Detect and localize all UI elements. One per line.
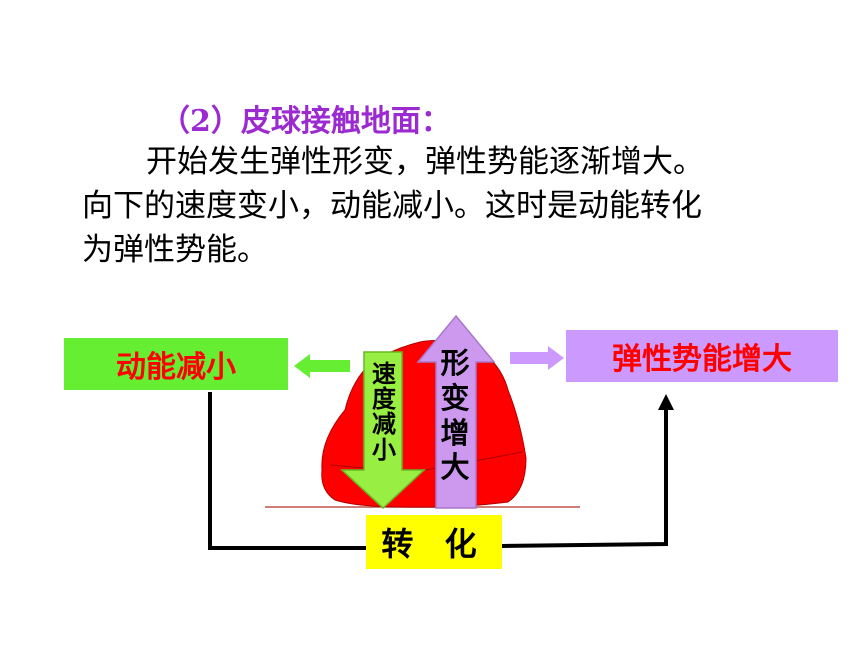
speed-decrease-label: 速 度 减 小 (369, 360, 399, 464)
paragraph-line-2: 向下的速度变小，动能减小。这时是动能转化 (82, 188, 702, 224)
deformation-increase-label: 形 变 增 大 (438, 346, 472, 485)
connector-left (208, 392, 366, 550)
connector-right (501, 408, 668, 548)
small-right-arrow (510, 346, 564, 370)
kinetic-energy-decrease-box: 动能减小 (64, 338, 288, 390)
label-char: 减 (372, 410, 396, 439)
label-char: 大 (440, 450, 470, 485)
label-char: 增 (440, 415, 470, 450)
label-char: 度 (372, 385, 396, 414)
label-char: 小 (372, 435, 396, 464)
connector-arrowhead (658, 394, 674, 410)
elastic-potential-increase-box: 弹性势能增大 (566, 330, 838, 382)
down-arrow (340, 351, 426, 510)
conversion-box: 转 化 (366, 515, 502, 569)
paragraph-line-3: 为弹性势能。 (82, 232, 268, 268)
small-left-arrow (294, 354, 350, 378)
section-heading: （2）皮球接触地面： (160, 104, 451, 139)
deformed-ball (321, 340, 527, 508)
up-arrow (416, 314, 496, 509)
label-char: 变 (440, 380, 470, 415)
label-char: 形 (440, 346, 470, 380)
paragraph-line-1: 开始发生弹性形变，弹性势能逐渐增大。 (146, 144, 704, 180)
label-char: 速 (372, 360, 396, 388)
